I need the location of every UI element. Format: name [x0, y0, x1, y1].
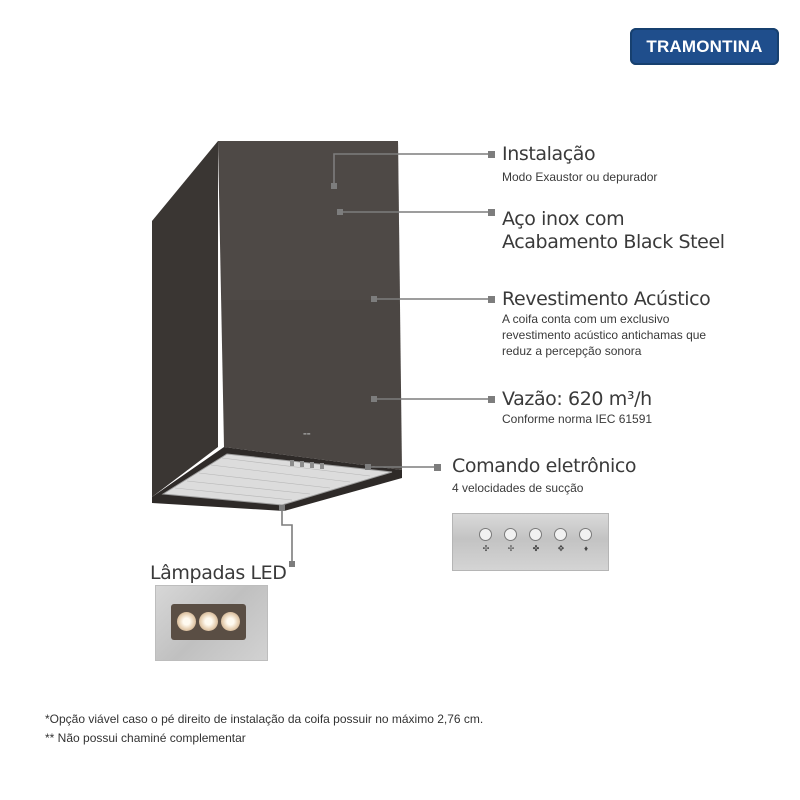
fan-3-icon: ✤ — [532, 544, 540, 553]
led-strip — [171, 604, 246, 640]
hood-side-face — [152, 141, 218, 497]
filter-buttons — [290, 460, 324, 469]
callout-instalacao-title: Instalação — [502, 143, 596, 165]
led-bulb-icon — [221, 612, 240, 631]
callout-markers — [279, 151, 495, 567]
callout-instalacao-line: Modo Exaustor ou depurador — [502, 170, 658, 184]
footnote-2: ** Não possui chaminé complementar — [45, 731, 246, 745]
callout-revestimento-line-2: revestimento acústico antichamas que — [502, 328, 707, 342]
filter-mesh — [174, 457, 371, 501]
callout-vazao-line: Conforme norma IEC 61591 — [502, 412, 653, 426]
control-button-5 — [579, 528, 592, 541]
callout-comando-title: Comando eletrônico — [452, 455, 637, 477]
led-bulb-icon — [177, 612, 196, 631]
callout-comando-line: 4 velocidades de sucção — [452, 481, 584, 495]
fan-4-icon: ✥ — [557, 544, 565, 553]
callout-vazao-title: Vazão: 620 m³/h — [502, 388, 652, 410]
grease-filter — [161, 453, 393, 506]
led-lamps-photo — [155, 585, 268, 661]
callout-instalacao: Instalação Modo Exaustor ou depurador — [502, 143, 657, 185]
brand-name: TRAMONTINA — [646, 36, 763, 56]
control-button-1 — [479, 528, 492, 541]
callout-aco-title-2: Acabamento Black Steel — [502, 231, 725, 253]
callout-revestimento-line-1: A coifa conta com um exclusivo — [502, 312, 670, 326]
callout-revestimento: Revestimento Acústico A coifa conta com … — [502, 288, 711, 359]
callout-lines — [281, 153, 490, 565]
light-icon: ♦ — [583, 544, 589, 553]
callout-lampadas: Lâmpadas LED — [150, 562, 287, 585]
control-panel-photo: ✣ ✢ ✤ ✥ ♦ — [452, 513, 609, 571]
fan-1-icon: ✣ — [482, 544, 490, 553]
control-button-3 — [529, 528, 542, 541]
fan-2-icon: ✢ — [507, 544, 515, 553]
callout-vazao: Vazão: 620 m³/h Conforme norma IEC 61591 — [502, 388, 652, 427]
callout-lampadas-title: Lâmpadas LED — [150, 562, 287, 584]
callout-aco: Aço inox com Acabamento Black Steel — [502, 208, 725, 254]
brand-logo: TRAMONTINA — [630, 28, 779, 65]
hood-badge: ▬▬ — [303, 431, 311, 436]
callout-aco-title: Aço inox com — [502, 208, 625, 230]
callout-comando: Comando eletrônico 4 velocidades de sucç… — [452, 455, 637, 496]
callout-revestimento-line-3: reduz a percepção sonora — [502, 344, 642, 358]
control-button-4 — [554, 528, 567, 541]
footnote-1: *Opção viável caso o pé direito de insta… — [45, 712, 484, 726]
hood-front-shade — [218, 141, 400, 300]
control-button-2 — [504, 528, 517, 541]
callout-revestimento-title: Revestimento Acústico — [502, 288, 711, 310]
led-bulb-icon — [199, 612, 218, 631]
